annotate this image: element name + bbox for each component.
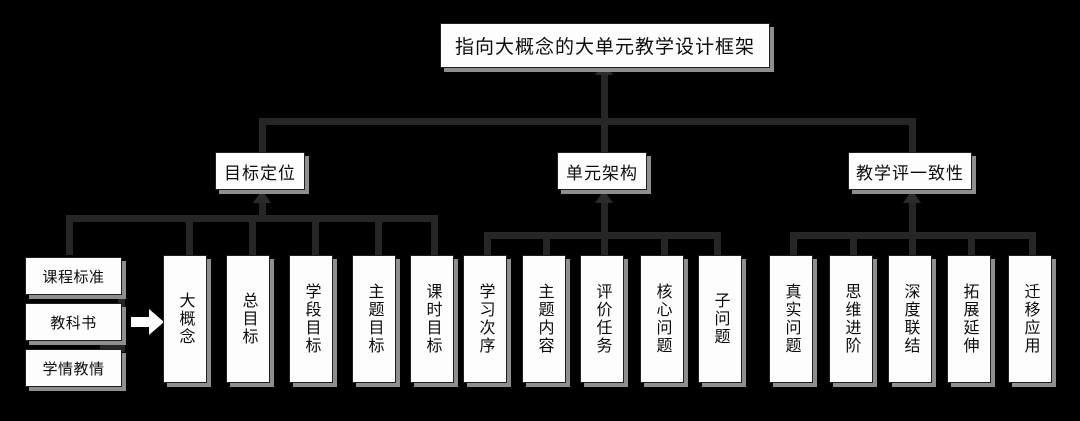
connector-leaf-cons-3 — [968, 232, 975, 255]
leaf-node-unit-4[interactable]: 子问题 — [698, 255, 742, 383]
connector-source-bottom — [100, 345, 124, 352]
leaf-label-unit-0: 学习次序 — [476, 283, 496, 355]
connector-drop-goal — [259, 118, 266, 152]
connector-leaf-goal-3 — [312, 215, 319, 255]
leaf-label-cons-4: 迁移应用 — [1021, 283, 1041, 355]
connector-leaf-goal-5 — [431, 215, 438, 255]
branch-node-goal[interactable]: 目标定位 — [215, 152, 305, 190]
connector-drop-consistency — [909, 118, 916, 152]
diagram-title-text: 指向大概念的大单元教学设计框架 — [454, 36, 755, 58]
connector-leaf-goal-2 — [249, 215, 256, 255]
connector-leaf-unit-3 — [661, 232, 668, 255]
connector-leaf-unit-4 — [714, 232, 721, 255]
leaf-node-goal-0[interactable]: 大概念 — [163, 255, 207, 383]
leaf-label-goal-1: 总目标 — [239, 292, 259, 346]
leaf-node-unit-1[interactable]: 主题内容 — [522, 255, 566, 383]
branch-label-consistency: 教学评一致性 — [856, 163, 964, 184]
leaf-node-unit-0[interactable]: 学习次序 — [463, 255, 507, 383]
branch-label-goal: 目标定位 — [224, 163, 296, 184]
leaf-label-goal-0: 大概念 — [176, 292, 196, 346]
leaf-label-unit-1: 主题内容 — [535, 283, 555, 355]
connector-leaf-cons-0 — [790, 232, 797, 255]
leaf-node-unit-2[interactable]: 评价任务 — [580, 255, 624, 383]
connector-stem-consistency — [909, 200, 916, 240]
source-label-0: 课程标准 — [42, 267, 105, 286]
right-block-arrow-icon — [131, 309, 164, 335]
leaf-node-goal-4[interactable]: 课时目标 — [410, 255, 454, 383]
connector-title-stem — [601, 72, 608, 124]
source-node-0[interactable]: 课程标准 — [25, 257, 122, 295]
branch-label-unit: 单元架构 — [566, 163, 638, 184]
leaf-label-goal-3: 主题目标 — [365, 283, 385, 355]
leaf-label-goal-2: 学段目标 — [302, 283, 322, 355]
connector-leaf-cons-1 — [850, 232, 857, 255]
connector-leaf-unit-1 — [543, 232, 550, 255]
connector-leaf-unit-0 — [484, 232, 491, 255]
leaf-label-goal-4: 课时目标 — [423, 283, 443, 355]
source-node-1[interactable]: 教科书 — [25, 303, 122, 341]
connector-stem-unit — [601, 200, 608, 240]
connector-stem-goal — [259, 200, 266, 222]
leaf-node-cons-2[interactable]: 深度联结 — [888, 255, 932, 383]
leaf-node-goal-1[interactable]: 总目标 — [226, 255, 270, 383]
leaf-node-unit-3[interactable]: 核心问题 — [640, 255, 684, 383]
leaf-label-unit-3: 核心问题 — [653, 283, 673, 355]
leaf-label-cons-1: 思维进阶 — [842, 283, 862, 355]
connector-level2-bus — [259, 118, 916, 125]
connector-leaf-goal-0 — [66, 215, 73, 255]
leaf-label-cons-0: 真实问题 — [782, 283, 802, 355]
source-node-2[interactable]: 学情教情 — [25, 349, 122, 387]
branch-node-consistency[interactable]: 教学评一致性 — [848, 152, 972, 190]
arrow-to-goal-icon — [253, 190, 271, 203]
leaf-node-cons-3[interactable]: 拓展延伸 — [947, 255, 991, 383]
arrow-to-consistency-icon — [903, 190, 921, 203]
leaf-label-cons-2: 深度联结 — [901, 283, 921, 355]
connector-leaf-goal-1 — [186, 215, 193, 255]
leaf-node-goal-2[interactable]: 学段目标 — [289, 255, 333, 383]
leaf-label-unit-4: 子问题 — [711, 292, 731, 346]
connector-leaf-cons-4 — [1029, 232, 1036, 255]
leaf-node-cons-0[interactable]: 真实问题 — [769, 255, 813, 383]
source-label-2: 学情教情 — [42, 359, 105, 378]
connector-leaf-cons-2 — [909, 232, 916, 255]
source-label-1: 教科书 — [50, 313, 97, 332]
connector-leaf-unit-2 — [601, 232, 608, 255]
arrow-to-unit-icon — [595, 190, 613, 203]
leaf-label-unit-2: 评价任务 — [593, 283, 613, 355]
diagram-title-node[interactable]: 指向大概念的大单元教学设计框架 — [440, 23, 770, 68]
branch-node-unit[interactable]: 单元架构 — [557, 152, 647, 190]
leaf-label-cons-3: 拓展延伸 — [960, 283, 980, 355]
connector-leaf-goal-4 — [375, 215, 382, 255]
leaf-node-goal-3[interactable]: 主题目标 — [352, 255, 396, 383]
leaf-node-cons-1[interactable]: 思维进阶 — [829, 255, 873, 383]
leaf-node-cons-4[interactable]: 迁移应用 — [1008, 255, 1052, 383]
connector-drop-unit — [601, 118, 608, 152]
